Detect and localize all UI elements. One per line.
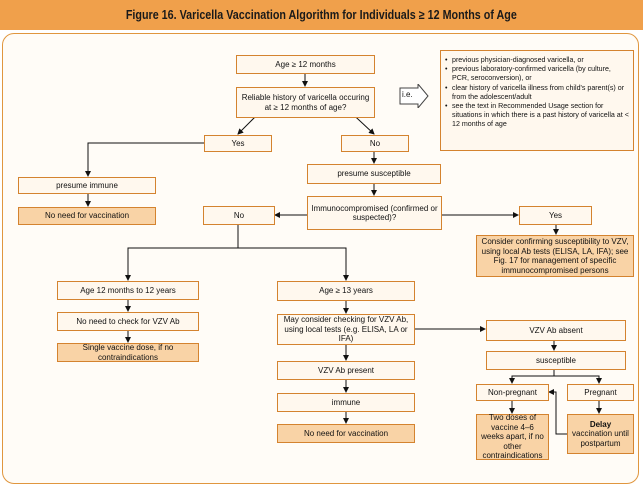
node-reliable-history: Reliable history of varicella occuring a… [236,87,375,118]
node-vzv-ab-present: VZV Ab present [277,361,415,380]
delay-rest: vaccination until postpartum [572,429,629,448]
node-no-need-vaccination-2: No need for vaccination [277,424,415,443]
node-label: Single vaccine dose, if no contraindicat… [82,343,174,362]
node-delay-vaccination: Delay vaccination until postpartum [567,414,634,454]
node-yes-reliable: Yes [204,135,272,152]
node-non-pregnant: Non-pregnant [476,384,549,401]
node-pregnant: Pregnant [567,384,634,401]
info-item: previous physician-diagnosed varicella, … [445,56,629,65]
node-label: Non-pregnant [488,387,537,397]
info-item: clear history of varicella illness from … [445,84,629,102]
node-label: Age ≥ 13 years [319,286,373,296]
node-label: Age 12 months to 12 years [80,285,176,295]
node-vzv-ab-absent: VZV Ab absent [486,320,626,341]
info-item: previous laboratory-confirmed varicella … [445,65,629,83]
node-label: Consider confirming susceptibility to VZ… [481,237,629,275]
node-may-consider-checking: May consider checking for VZV Ab, using … [277,314,415,345]
node-immunocompromised: Immunocompromised (confirmed or suspecte… [307,196,442,230]
node-label: Reliable history of varicella occuring a… [241,93,370,112]
figure-title: Figure 16. Varicella Vaccination Algorit… [125,8,517,22]
node-age-12-months: Age ≥ 12 months [236,55,375,74]
info-item: see the text in Recommended Usage sectio… [445,102,629,130]
node-consider-confirming: Consider confirming susceptibility to VZ… [476,235,634,277]
node-label: immune [331,397,361,407]
node-label: Yes [548,210,563,220]
node-presume-immune: presume immune [18,177,156,194]
node-label: Yes [231,138,245,148]
node-susceptible: susceptible [486,351,626,370]
figure-title-bar: Figure 16. Varicella Vaccination Algorit… [0,0,643,30]
node-label: Delay vaccination until postpartum [571,420,630,449]
node-immune: immune [277,393,415,412]
node-label: No need to check for VZV Ab [76,316,180,326]
info-list: previous physician-diagnosed varicella, … [445,56,629,130]
node-label: presume immune [56,180,118,190]
node-yes-immunocompromised: Yes [519,206,592,225]
node-label: presume susceptible [337,169,411,179]
node-label: Pregnant [584,387,617,397]
node-label: Immunocompromised (confirmed or suspecte… [311,203,438,223]
ie-arrow: i.e. [399,84,429,108]
node-presume-susceptible: presume susceptible [307,164,441,184]
node-no-need-check-vzv: No need to check for VZV Ab [57,312,199,331]
node-label: Age ≥ 12 months [275,59,336,69]
node-single-vaccine-dose: Single vaccine dose, if no contraindicat… [57,343,199,362]
node-label: VZV Ab absent [529,325,583,335]
node-no-reliable: No [341,135,409,152]
node-no-need-vaccination: No need for vaccination [18,207,156,225]
node-label: May consider checking for VZV Ab, using … [283,315,409,344]
node-label: VZV Ab present [317,365,375,375]
node-label: susceptible [535,355,577,365]
info-box: previous physician-diagnosed varicella, … [440,50,634,151]
node-two-doses: Two doses of vaccine 4–6 weeks apart, if… [476,413,549,461]
node-label: No need for vaccination [44,211,130,221]
node-label: No [369,138,381,148]
node-label: No need for vaccination [303,428,389,438]
node-label: Two doses of vaccine 4–6 weeks apart, if… [481,413,544,461]
delay-bold: Delay [589,419,612,429]
node-age-13-years: Age ≥ 13 years [277,281,415,301]
node-no-immunocompromised: No [203,206,275,225]
node-label: No [233,210,245,220]
node-age-12m-to-12y: Age 12 months to 12 years [57,281,199,300]
ie-label: i.e. [402,90,413,99]
